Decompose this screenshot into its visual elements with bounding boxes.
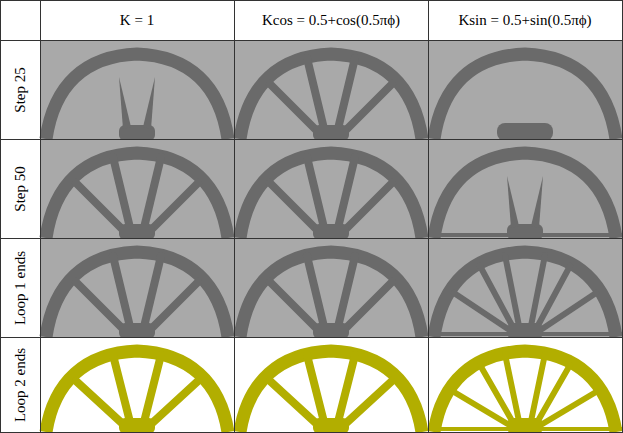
row-header: Step 50: [13, 166, 28, 211]
hub: [497, 123, 553, 141]
structure-cell: [40, 238, 234, 339]
hub: [313, 418, 349, 433]
spoke: [539, 293, 596, 331]
spoke: [307, 157, 325, 232]
grid-line: [0, 238, 623, 239]
grid-line: [0, 40, 623, 41]
structure-cell: [234, 337, 428, 433]
grid-line: [0, 432, 623, 433]
spoke: [307, 58, 325, 133]
design-domain: [428, 337, 622, 432]
spoke: [307, 355, 325, 426]
spoke: [343, 282, 392, 331]
hub: [313, 224, 349, 240]
row-header: Loop 1 ends: [13, 250, 28, 324]
grid-line: [428, 0, 429, 433]
design-domain: [234, 238, 428, 337]
row-header: Step 25: [13, 67, 28, 112]
structure-cell: [40, 337, 234, 433]
structure-cell: [428, 337, 622, 433]
grid-line: [0, 0, 1, 433]
spoke: [113, 157, 131, 232]
horn: [531, 176, 543, 228]
spoke: [113, 256, 131, 331]
design-domain: [234, 337, 428, 432]
grid-line: [40, 0, 41, 433]
spoke: [307, 256, 325, 331]
grid-line: [0, 139, 623, 140]
column-header: Kcos = 0.5+cos(0.5πϕ): [262, 13, 400, 28]
horn: [507, 176, 519, 228]
design-domain: [234, 40, 428, 139]
structure-cell: [234, 139, 428, 240]
hub: [119, 224, 155, 240]
structure-cell: [428, 40, 622, 141]
column-header: Ksin = 0.5+sin(0.5πϕ): [458, 13, 591, 28]
design-domain: [40, 238, 234, 337]
grid-line: [0, 0, 623, 1]
structure-cell: [40, 40, 234, 141]
structure-cell: [234, 238, 428, 339]
spoke: [343, 381, 392, 426]
grid-line: [0, 337, 623, 338]
structure-cell: [428, 139, 622, 240]
design-domain: [234, 139, 428, 238]
structure-cell: [428, 238, 622, 339]
spoke: [113, 355, 131, 426]
hub: [507, 418, 543, 433]
spoke: [505, 255, 520, 331]
design-domain: [428, 139, 622, 238]
hub: [313, 323, 349, 339]
grid-line: [622, 0, 623, 433]
horn: [119, 77, 131, 129]
design-domain: [40, 337, 234, 432]
spoke: [505, 354, 520, 426]
structure-cell: [40, 139, 234, 240]
spoke: [343, 84, 392, 133]
design-domain: [40, 40, 234, 139]
spoke: [149, 282, 198, 331]
hub: [507, 323, 543, 339]
structure-cell: [234, 40, 428, 141]
hub: [119, 418, 155, 433]
design-domain: [40, 139, 234, 238]
spoke: [539, 392, 596, 426]
row-header: Loop 2 ends: [13, 347, 28, 421]
design-domain: [428, 238, 622, 337]
horn: [143, 77, 155, 129]
column-header: K = 1: [120, 13, 154, 28]
grid-line: [234, 0, 235, 433]
hub: [119, 323, 155, 339]
spoke: [343, 183, 392, 232]
spoke: [149, 183, 198, 232]
spoke: [149, 381, 198, 426]
hub: [313, 125, 349, 141]
